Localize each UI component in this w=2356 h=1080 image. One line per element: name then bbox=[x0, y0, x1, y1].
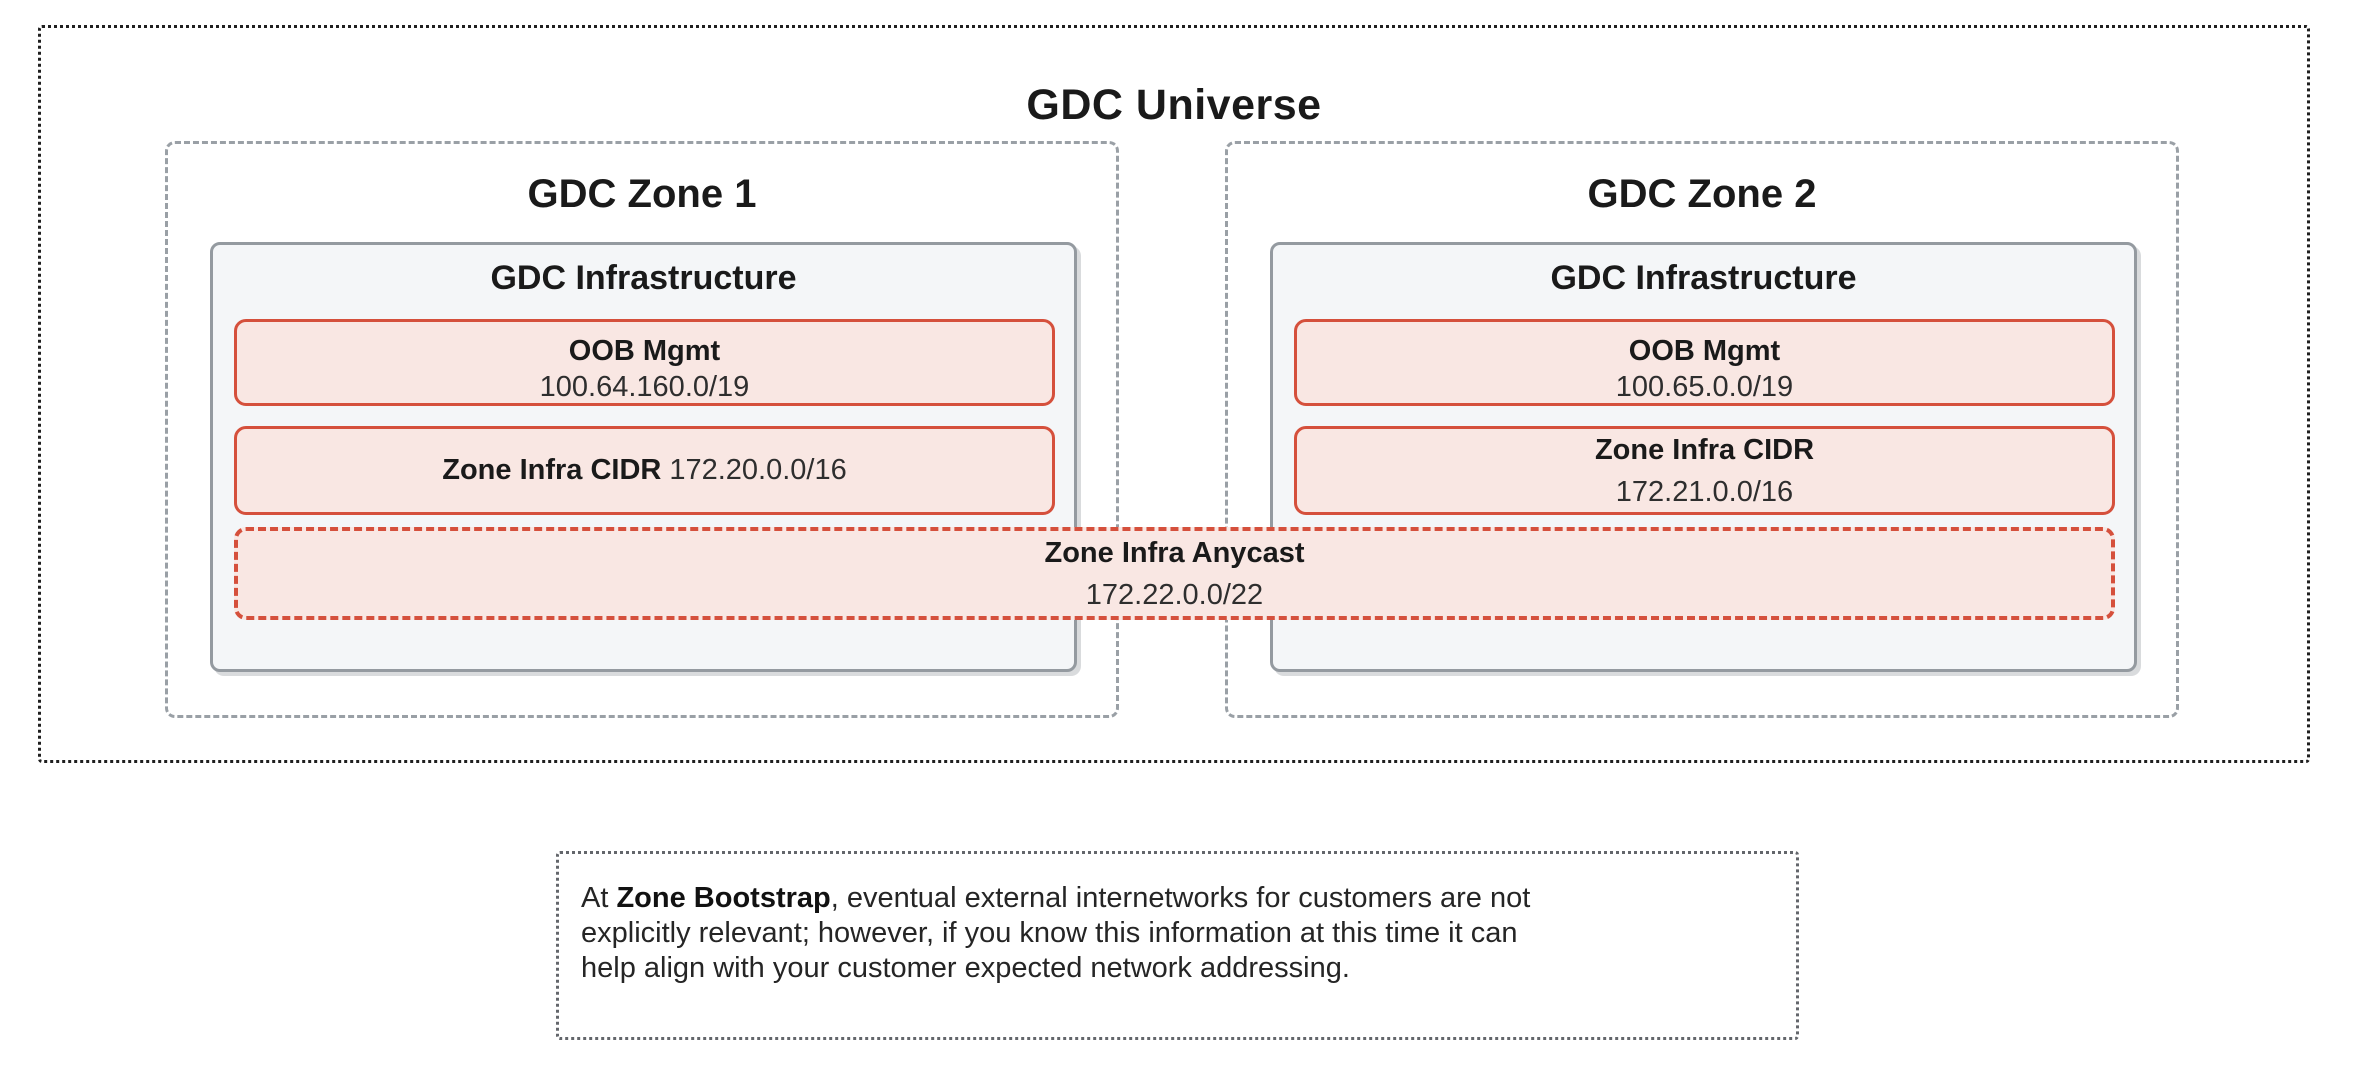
gdc-zone1-title: GDC Zone 1 bbox=[527, 172, 757, 216]
zone1-infrastructure-title: GDC Infrastructure bbox=[490, 259, 797, 297]
gdc-zone2-box: GDC Zone 2 GDC Infrastructure OOB Mgmt 1… bbox=[1225, 141, 2179, 718]
zone-infra-anycast-box: Zone Infra Anycast 172.22.0.0/22 bbox=[234, 527, 2115, 620]
zone-infra-anycast-cidr: 172.22.0.0/22 bbox=[1085, 578, 1264, 611]
note-line-1: At Zone Bootstrap, eventual external int… bbox=[581, 881, 1776, 916]
zone1-oob-mgmt-cidr: 100.64.160.0/19 bbox=[539, 371, 750, 403]
zone-infra-anycast-label: Zone Infra Anycast bbox=[1044, 536, 1305, 569]
bootstrap-note-box: At Zone Bootstrap, eventual external int… bbox=[556, 851, 1799, 1040]
note-line1-bold: Zone Bootstrap bbox=[616, 882, 831, 914]
note-line-2: explicitly relevant; however, if you kno… bbox=[581, 917, 1518, 949]
note-line1-rest: , eventual external internetworks for cu… bbox=[830, 882, 1531, 914]
gdc-universe-box: GDC Universe GDC Zone 1 GDC Infrastructu… bbox=[38, 25, 2310, 763]
zone2-oob-mgmt-cidr: 100.65.0.0/19 bbox=[1615, 371, 1794, 403]
zone2-infra-cidr-box: Zone Infra CIDR 172.21.0.0/16 bbox=[1294, 426, 2115, 515]
zone1-infra-cidr-value: 172.20.0.0/16 bbox=[669, 454, 847, 486]
zone1-oob-mgmt-box: OOB Mgmt 100.64.160.0/19 bbox=[234, 319, 1055, 406]
zone1-oob-mgmt-label: OOB Mgmt bbox=[568, 335, 721, 367]
zone2-infrastructure-title: GDC Infrastructure bbox=[1550, 259, 1857, 297]
zone2-infra-cidr-label: Zone Infra CIDR bbox=[1594, 433, 1815, 466]
note-line1-prefix: At bbox=[581, 882, 617, 914]
gdc-zone2-title: GDC Zone 2 bbox=[1587, 172, 1817, 216]
zone2-infra-cidr-value: 172.21.0.0/16 bbox=[1615, 475, 1794, 508]
gdc-universe-title: GDC Universe bbox=[1026, 81, 1322, 129]
note-line-3: help align with your customer expected n… bbox=[581, 952, 1350, 984]
gdc-zone1-box: GDC Zone 1 GDC Infrastructure OOB Mgmt 1… bbox=[165, 141, 1119, 718]
zone2-oob-mgmt-label: OOB Mgmt bbox=[1628, 335, 1781, 367]
zone1-infra-cidr-label: Zone Infra CIDR bbox=[442, 454, 662, 486]
zone2-oob-mgmt-box: OOB Mgmt 100.65.0.0/19 bbox=[1294, 319, 2115, 406]
